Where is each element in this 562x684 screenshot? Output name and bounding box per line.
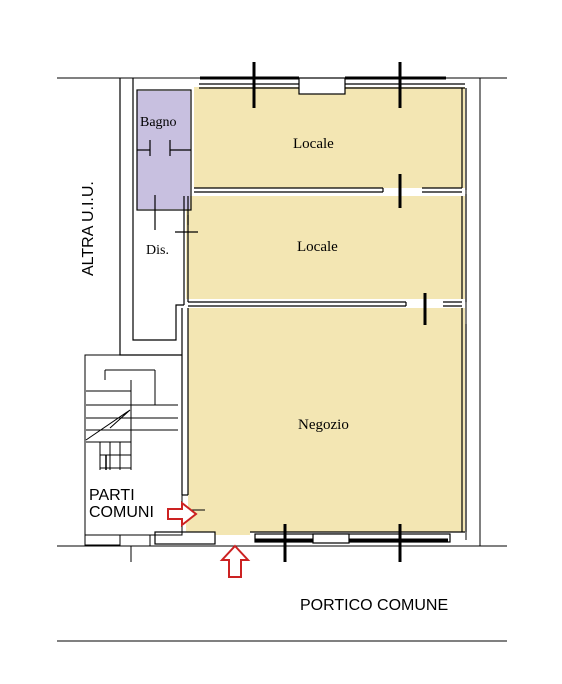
bathroom-walls	[136, 89, 198, 233]
label-dis: Dis.	[146, 243, 169, 258]
label-comuni: COMUNI	[89, 504, 154, 521]
label-locale-mid: Locale	[297, 239, 338, 255]
label-altra-uiu: ALTRA U.I.U.	[80, 181, 97, 276]
label-bagno: Bagno	[140, 115, 177, 130]
staircase-icon	[84, 354, 183, 562]
label-parti: PARTI	[89, 487, 135, 504]
entrance-arrow-up-icon	[219, 544, 251, 578]
label-negozio: Negozio	[298, 417, 349, 433]
entrance-arrow-right-icon	[167, 500, 198, 528]
structural-marks	[200, 62, 448, 562]
shop-area	[186, 87, 465, 535]
label-portico-comune: PORTICO COMUNE	[300, 597, 448, 614]
label-locale-top: Locale	[293, 136, 334, 152]
walls	[119, 77, 467, 545]
